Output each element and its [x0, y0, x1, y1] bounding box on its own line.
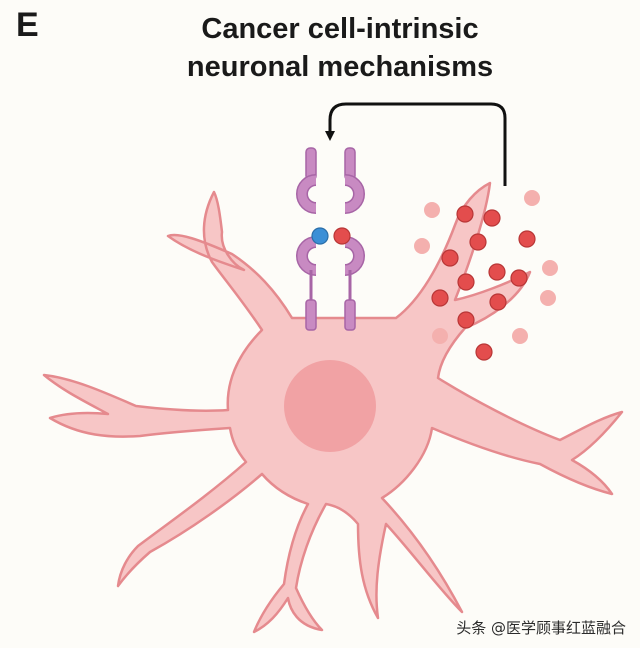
particle-red	[457, 311, 475, 329]
particle-red	[510, 269, 528, 287]
particle-red	[431, 289, 449, 307]
particle-faded	[512, 328, 528, 344]
bound-ligand-blue	[311, 227, 329, 245]
bound-ligand-red	[333, 227, 351, 245]
particle-red	[489, 293, 507, 311]
particle-red	[441, 249, 459, 267]
particle-red	[488, 263, 506, 281]
source-watermark: 头条 @医学顾事红蓝融合	[456, 619, 626, 637]
particle-red	[483, 209, 501, 227]
secreted-particles	[414, 190, 558, 361]
title-line-1: Cancer cell-intrinsic	[201, 13, 479, 45]
particle-faded	[414, 238, 430, 254]
receptor-left	[296, 147, 317, 331]
neuron-nucleus	[284, 360, 376, 452]
feedback-arrow	[325, 102, 507, 186]
particle-faded	[542, 260, 558, 276]
particle-red	[475, 343, 493, 361]
cancer-neuron-cell	[42, 181, 624, 634]
particle-faded	[540, 290, 556, 306]
particle-faded	[424, 202, 440, 218]
panel-letter: E	[16, 6, 39, 44]
particle-red	[469, 233, 487, 251]
particle-red	[456, 205, 474, 223]
particle-faded	[524, 190, 540, 206]
particle-red	[457, 273, 475, 291]
particle-faded	[432, 328, 448, 344]
panel-title: Cancer cell-intrinsic neuronal mechanism…	[130, 10, 550, 86]
receptor-right	[344, 147, 365, 331]
particle-red	[518, 230, 536, 248]
title-line-2: neuronal mechanisms	[186, 51, 494, 83]
